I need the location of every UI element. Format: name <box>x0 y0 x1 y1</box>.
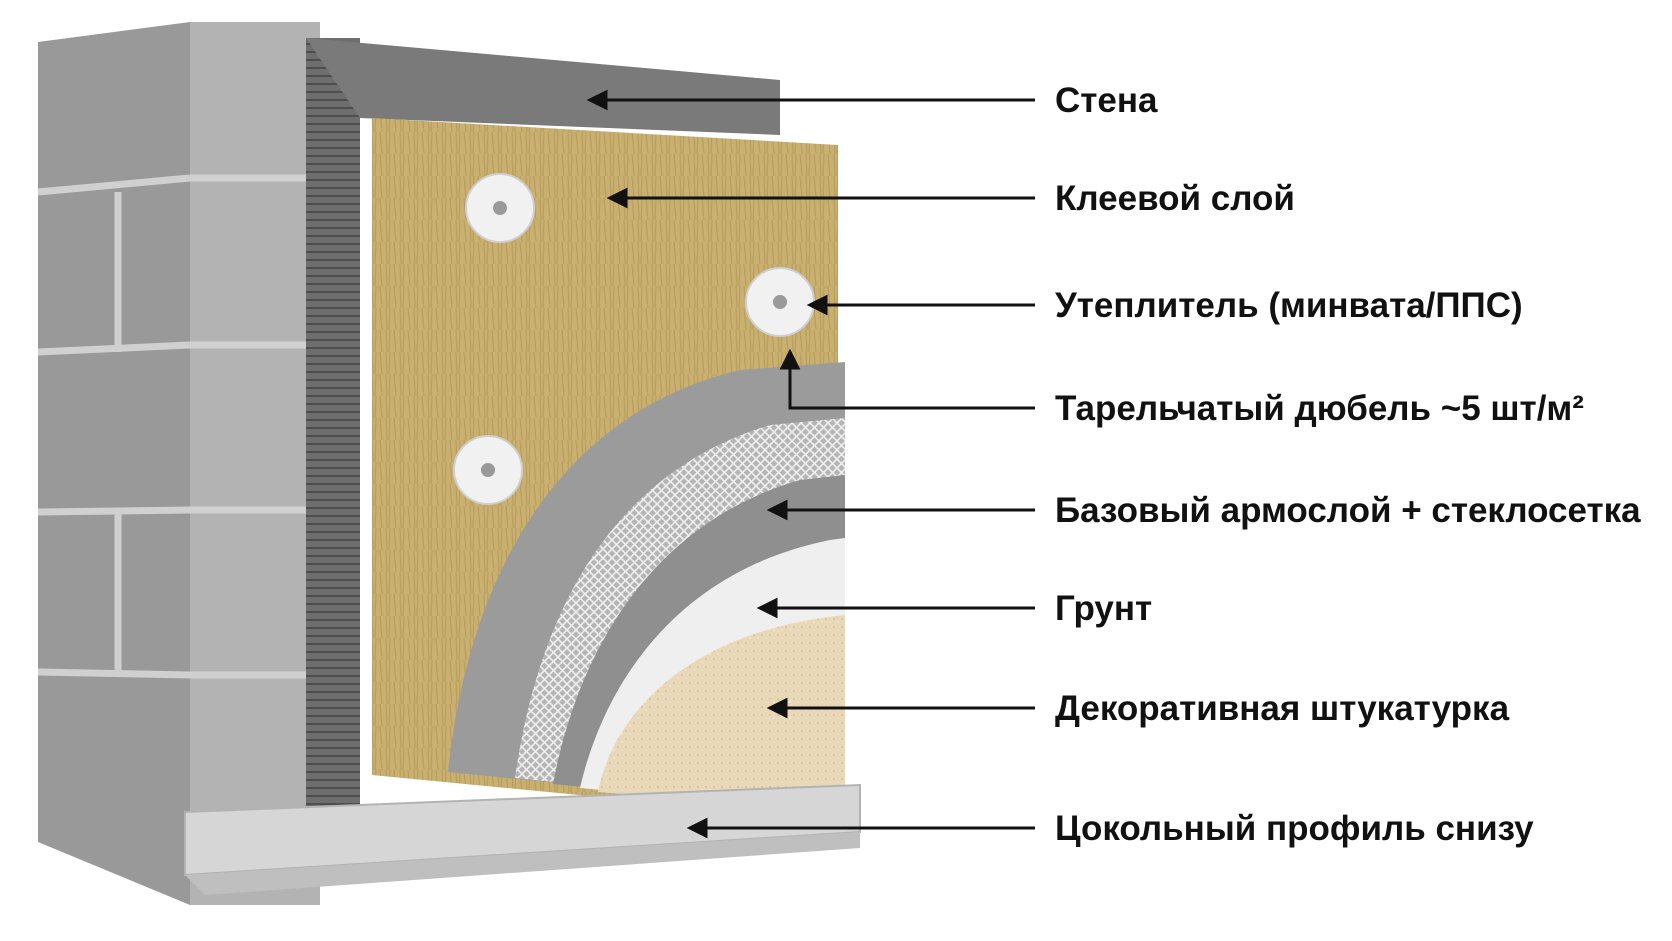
label-primer: Грунт <box>1055 589 1152 628</box>
dowel-top-left <box>465 173 535 243</box>
dowel-right <box>745 267 815 337</box>
label-base-profile: Цокольный профиль снизу <box>1055 809 1534 848</box>
label-adhesive: Клеевой слой <box>1055 179 1295 218</box>
decorative-plaster-layer <box>598 615 845 812</box>
adhesive-layer <box>306 38 780 828</box>
label-base-coat: Базовый армослой + стеклосетка <box>1055 491 1641 530</box>
label-insulation: Утеплитель (минвата/ППС) <box>1055 286 1523 325</box>
leader-lines <box>586 89 1035 839</box>
base-profile <box>184 783 861 895</box>
dowel-bottom-left <box>453 435 523 505</box>
brick-wall <box>37 22 320 905</box>
label-decorative-plaster: Декоративная штукатурка <box>1055 689 1510 728</box>
label-dowel: Тарельчатый дюбель ~5 шт/м² <box>1055 389 1584 428</box>
label-wall: Стена <box>1055 81 1158 120</box>
